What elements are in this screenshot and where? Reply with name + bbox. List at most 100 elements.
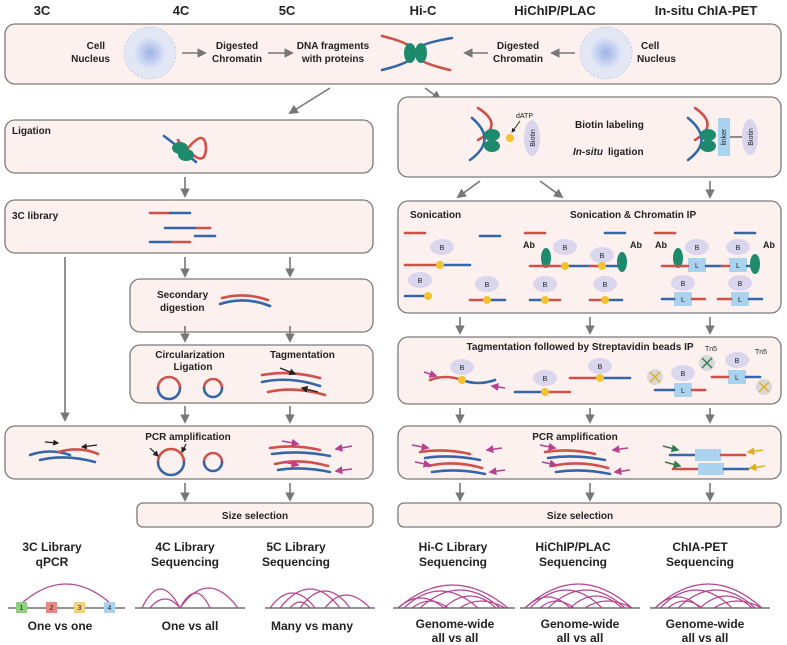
header-5c: 5C [279, 3, 296, 18]
svg-text:B: B [735, 358, 740, 365]
cell-nucleus-right-2: Nucleus [637, 54, 676, 65]
ligation-label: Ligation [12, 126, 51, 137]
pcr-left-label: PCR amplification [145, 432, 231, 443]
chip-fragments: Ab B B Ab B B [523, 231, 642, 304]
secondary-fragments [218, 294, 272, 308]
svg-text:B: B [485, 282, 490, 289]
svg-text:qPCR: qPCR [36, 555, 69, 569]
arrow-split-left [288, 87, 331, 115]
tagment-strep-label: Tagmentation followed by Streptavidin be… [466, 342, 693, 353]
svg-text:Tn5: Tn5 [705, 346, 717, 353]
circularization-box [129, 344, 374, 404]
secondary-label-2: digestion [160, 303, 204, 314]
svg-text:B: B [460, 365, 465, 372]
svg-text:B: B [600, 253, 605, 260]
sonication-chip-label: Sonication & Chromatin IP [570, 210, 696, 221]
svg-text:all vs all: all vs all [557, 631, 604, 645]
svg-text:L: L [736, 263, 740, 270]
output-hichip: HiChIP/PLAC Sequencing Genome-wide all v… [520, 540, 640, 645]
tagmentation-fragments [260, 367, 327, 397]
svg-text:L: L [738, 297, 742, 304]
cell-nucleus-right-1: Cell [641, 41, 660, 52]
pcr-3c-fragments [28, 439, 100, 464]
svg-text:B: B [543, 282, 548, 289]
3c-library-label: 3C library [12, 211, 59, 222]
svg-text:L: L [695, 263, 699, 270]
biotin-box [397, 96, 782, 178]
svg-text:Hi-C Library: Hi-C Library [419, 540, 488, 554]
tagmentation-label: Tagmentation [270, 350, 335, 361]
chiapet-linker-icon: linker Biotin [686, 106, 758, 162]
svg-text:Many vs many: Many vs many [271, 619, 353, 633]
ligation-loop-icon [162, 134, 208, 164]
header-hic: Hi-C [410, 3, 437, 18]
chiapet-chip-fragments: Ab B L B L Ab B L B L [653, 231, 775, 306]
dna-fragments-2: with proteins [301, 54, 365, 65]
svg-text:Biotin: Biotin [748, 128, 755, 146]
svg-text:B: B [543, 376, 548, 383]
svg-text:Ab: Ab [630, 240, 642, 250]
sonication-fragments: B B B [403, 231, 507, 304]
header-3c: 3C [34, 3, 51, 18]
header-chiapet: In-situ ChIA-PET [655, 3, 758, 18]
pcr-right-label: PCR amplification [532, 432, 618, 443]
svg-text:L: L [681, 388, 685, 395]
svg-text:linker: linker [721, 128, 728, 145]
circularization-label-1: Circularization [155, 350, 224, 361]
svg-text:Ab: Ab [523, 240, 535, 250]
svg-text:B: B [736, 245, 741, 252]
svg-text:Sequencing: Sequencing [419, 555, 487, 569]
3c-library-fragments [148, 211, 217, 244]
svg-text:B: B [440, 245, 445, 252]
pcr-4c-circles [149, 443, 224, 477]
cell-nucleus-left-icon [123, 26, 177, 80]
svg-text:3C Library: 3C Library [22, 540, 82, 554]
tagment-chiapet-fragments: Tn5 Tn5 B L B L [647, 346, 772, 397]
sonication-label: Sonication [410, 210, 461, 221]
3c-library-box [4, 199, 374, 254]
pcr-hichip-fragments [539, 442, 631, 476]
dna-fragments-1: DNA fragments [297, 41, 370, 52]
svg-text:B: B [603, 282, 608, 289]
circularization-label-2: Ligation [174, 362, 213, 373]
header-hichip: HiChIP/PLAC [514, 3, 596, 18]
svg-text:Biotin: Biotin [530, 129, 537, 147]
ligation-right-label: ligation [608, 147, 644, 158]
biotin-labeling-label: Biotin labeling [575, 120, 644, 131]
arrow-r1a [456, 180, 481, 199]
svg-text:Genome-wide: Genome-wide [416, 617, 495, 631]
svg-text:Ab: Ab [655, 240, 667, 250]
circularized-fragments [156, 375, 224, 401]
digested-right-2: Chromatin [493, 54, 543, 65]
cell-nucleus-right-icon [579, 26, 633, 80]
svg-text:1: 1 [20, 605, 24, 612]
size-left-box [136, 502, 374, 528]
svg-text:B: B [681, 371, 686, 378]
svg-text:Sequencing: Sequencing [262, 555, 330, 569]
output-3c: 3C Library qPCR 1 2 3 4 One vs one [8, 540, 125, 633]
svg-text:Genome-wide: Genome-wide [541, 617, 620, 631]
svg-text:all vs all: all vs all [682, 631, 729, 645]
arrow-r1b [539, 180, 564, 199]
size-left-label: Size selection [222, 511, 288, 522]
svg-text:B: B [681, 281, 686, 288]
svg-text:3: 3 [78, 605, 82, 612]
digested-left-1: Digested [216, 41, 258, 52]
tagment-hic-fragments: B [423, 359, 506, 391]
output-chiapet: ChIA-PET Sequencing Genome-wide all vs a… [650, 540, 770, 645]
size-right-box [397, 502, 782, 528]
svg-text:One vs one: One vs one [28, 619, 93, 633]
svg-text:B: B [418, 278, 423, 285]
svg-text:4C Library: 4C Library [155, 540, 215, 554]
svg-text:Genome-wide: Genome-wide [666, 617, 745, 631]
svg-text:B: B [695, 245, 700, 252]
digested-right-1: Digested [497, 41, 539, 52]
svg-text:Sequencing: Sequencing [151, 555, 219, 569]
svg-text:Sequencing: Sequencing [539, 555, 607, 569]
svg-text:2: 2 [50, 605, 54, 612]
svg-text:One vs all: One vs all [162, 619, 219, 633]
pcr-5c-fragments [268, 438, 353, 475]
svg-text:5C Library: 5C Library [266, 540, 326, 554]
insitu-label: In-situ [573, 147, 603, 158]
cell-nucleus-left-1: Cell [87, 41, 106, 52]
